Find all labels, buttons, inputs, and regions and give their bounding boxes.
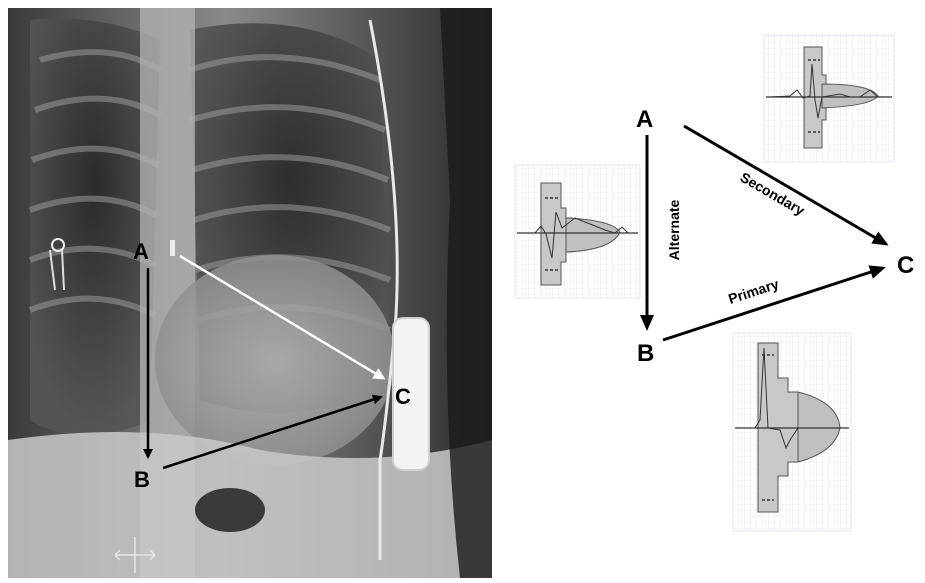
xray-label-b: B [134, 467, 150, 492]
gastric-bubble [195, 488, 265, 532]
waveform-secondary [764, 35, 894, 162]
waveform-primary [733, 333, 851, 531]
xray-label-a: A [133, 239, 149, 264]
heart-shadow [155, 255, 395, 465]
xray-label-c: C [395, 384, 411, 409]
schematic-label-b: B [637, 340, 654, 367]
primary-vector-label: Primary [726, 276, 781, 307]
schematic-label-a: A [636, 106, 653, 133]
xray-panel: A B C [8, 8, 492, 578]
alternate-vector-label: Alternate [666, 199, 682, 260]
schematic-panel: A B C Alternate Secondary Primary [515, 35, 914, 531]
sensing-electrode-a [170, 240, 175, 256]
waveform-alternate [515, 165, 640, 298]
schematic-label-c: C [897, 252, 914, 279]
